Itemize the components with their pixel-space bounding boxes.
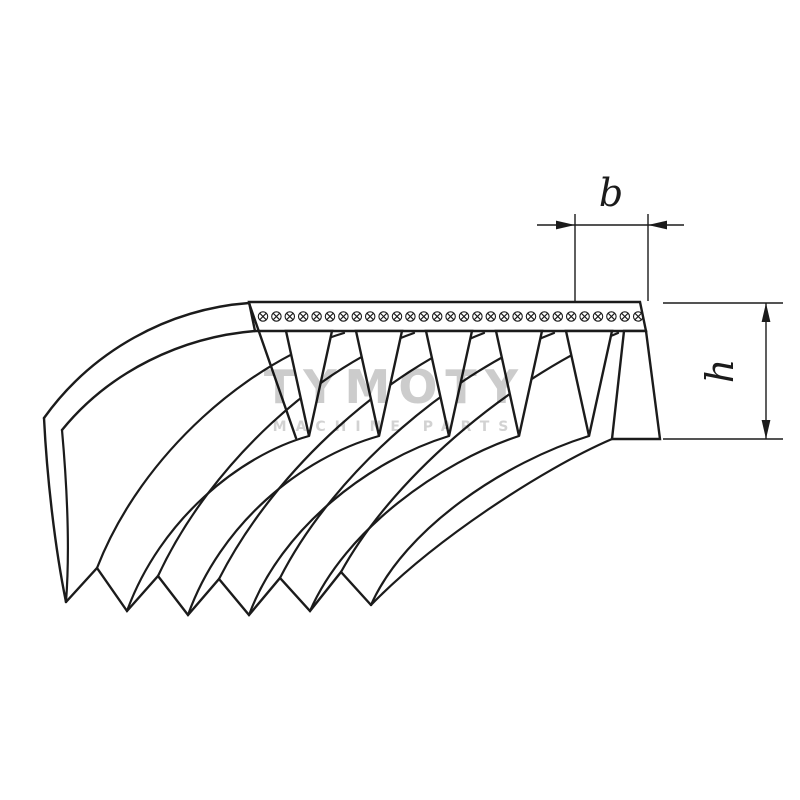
- h-arrowhead-top-icon: [761, 303, 771, 322]
- rib-tooth-4: [494, 329, 544, 437]
- h-arrowhead-bottom-icon: [761, 420, 771, 439]
- watermark-brand-text: TYMOTY: [264, 360, 526, 414]
- dimension-b-label: b: [599, 171, 623, 215]
- bend-left-edge-curve: [42, 416, 68, 604]
- ridge-curve-4: [308, 434, 521, 613]
- dimension-h-label: h: [698, 359, 742, 383]
- face-left-cut-edge: [247, 301, 298, 440]
- rib-tooth-3: [424, 329, 474, 437]
- ridge-curve-1: [125, 434, 311, 613]
- rib-tooth-2: [354, 329, 404, 437]
- bottom-rib-tips-zigzag: [64, 566, 373, 617]
- tension-cord-pattern: [257, 311, 644, 322]
- ridge-curve-6: [369, 437, 614, 607]
- ridge-curve-3: [247, 434, 451, 617]
- rib1-inner-curve: [60, 428, 69, 604]
- dimension-h: h: [663, 302, 783, 440]
- b-arrowhead-left-icon: [556, 220, 575, 230]
- b-arrowhead-right-icon: [648, 220, 667, 230]
- rib-tooth-5: [564, 329, 614, 437]
- cord-band: [247, 300, 648, 333]
- face-right-block: [610, 329, 662, 441]
- band-top-outer-curve: [42, 301, 251, 420]
- belt-cross-section: [247, 300, 662, 441]
- dimension-b: b: [537, 171, 684, 301]
- ridge-curve-5: [369, 434, 591, 607]
- watermark-subtitle-text: MACHINE PARTS: [273, 419, 518, 435]
- ridge-curve-2: [186, 434, 381, 617]
- watermark: TYMOTY MACHINE PARTS: [264, 360, 526, 435]
- band-bottom-outer-curve: [60, 329, 257, 432]
- rib-tooth-1: [284, 329, 334, 437]
